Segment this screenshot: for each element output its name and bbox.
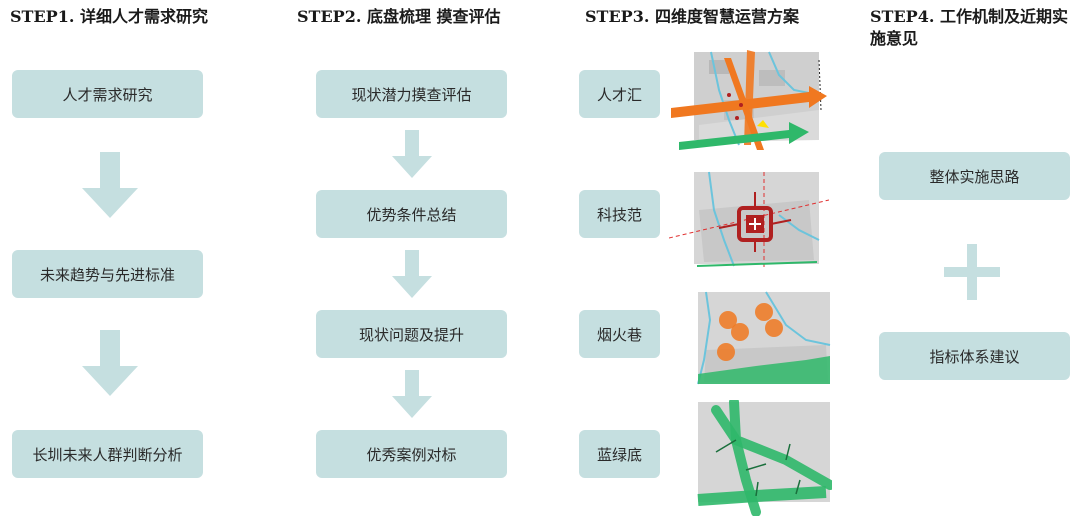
step2-box-case-benchmark: 优秀案例对标 xyxy=(316,430,507,478)
step2-box-problems-improvement: 现状问题及提升 xyxy=(316,310,507,358)
map-blue-green-base xyxy=(697,400,832,516)
map-talent-hub xyxy=(671,50,827,150)
step4-title: STEP4. 工作机制及近期实 施意见 xyxy=(870,6,1075,50)
map-tech-style xyxy=(669,171,829,270)
step1-title: STEP1. 详细人才需求研究 xyxy=(10,7,208,26)
down-arrow-icon xyxy=(82,152,138,218)
step2-box-potential-assessment: 现状潜力摸查评估 xyxy=(316,70,507,118)
step3-box-tech-style: 科技范 xyxy=(579,190,660,238)
step2-title: STEP2. 底盘梳理 摸查评估 xyxy=(297,7,501,26)
step3-box-blue-green-base: 蓝绿底 xyxy=(579,430,660,478)
plus-icon xyxy=(944,244,1000,300)
down-arrow-icon xyxy=(392,250,432,298)
down-arrow-icon xyxy=(392,130,432,178)
step4-title-line2: 施意见 xyxy=(870,29,919,48)
step4-box-indicator-system: 指标体系建议 xyxy=(879,332,1070,380)
step1-box-future-trends-standards: 未来趋势与先进标准 xyxy=(12,250,203,298)
step3-title: STEP3. 四维度智慧运营方案 xyxy=(585,7,799,26)
step1-box-population-analysis: 长圳未来人群判断分析 xyxy=(12,430,203,478)
down-arrow-icon xyxy=(82,330,138,396)
step4-box-overall-approach: 整体实施思路 xyxy=(879,152,1070,200)
down-arrow-icon xyxy=(392,370,432,418)
step1-box-talent-demand-research: 人才需求研究 xyxy=(12,70,203,118)
map-lively-lane xyxy=(697,291,831,385)
step3-box-talent-hub: 人才汇 xyxy=(579,70,660,118)
step2-box-advantage-summary: 优势条件总结 xyxy=(316,190,507,238)
step4-title-line1: STEP4. 工作机制及近期实 xyxy=(870,7,1068,26)
step3-box-lively-lane: 烟火巷 xyxy=(579,310,660,358)
